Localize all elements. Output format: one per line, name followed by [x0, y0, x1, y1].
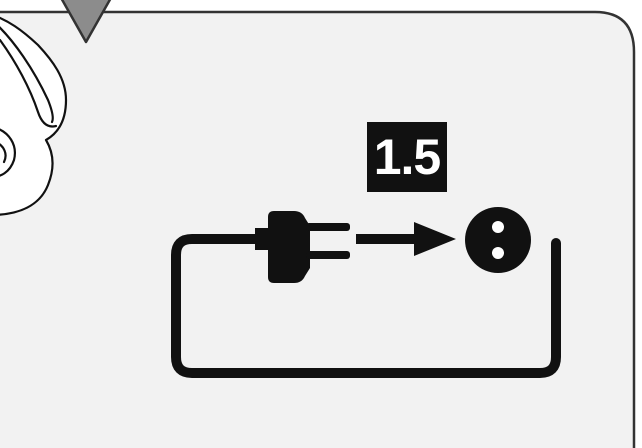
power-cable-icon: [171, 234, 561, 378]
power-plug-icon: [255, 211, 350, 283]
arrow-right-icon: [356, 222, 456, 256]
step-number-badge: 1.5: [367, 122, 447, 192]
down-triangle-pointer-icon: [60, 0, 112, 44]
hand-press-icon: [0, 16, 68, 216]
power-socket-icon: [465, 207, 531, 273]
